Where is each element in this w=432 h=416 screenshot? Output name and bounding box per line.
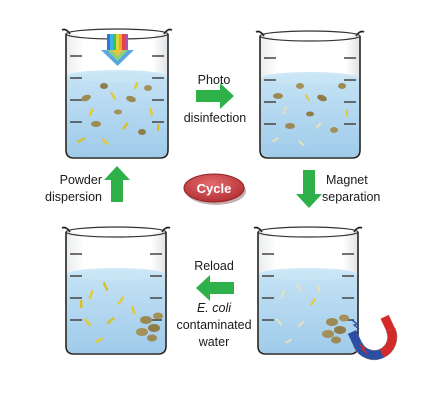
- beaker-top-right: [255, 30, 365, 159]
- photo-label: Photo: [197, 73, 231, 87]
- cycle-label: Cycle: [197, 181, 232, 196]
- ecoli-label: E. coli: [196, 301, 232, 315]
- beaker-bottom-right: [253, 226, 363, 355]
- arrow-down-magnet-separation: [296, 170, 322, 208]
- water-label: water: [198, 335, 230, 349]
- powder-label: Powder: [59, 173, 102, 187]
- beaker-top-left: [61, 28, 173, 159]
- arrow-up-powder-dispersion: [104, 166, 130, 202]
- beaker-bottom-left: [61, 226, 171, 355]
- photocatalyst-particles: [77, 81, 160, 146]
- water: [67, 72, 167, 157]
- bacteria-and-particles: [80, 281, 163, 344]
- photocatalyst-particles: [271, 83, 348, 147]
- magnetic-field-sparks: [351, 319, 368, 354]
- collected-particles: [322, 314, 349, 344]
- horseshoe-magnet-icon: [347, 314, 398, 361]
- water: [259, 270, 357, 353]
- arrow-right-photo-disinfection: [196, 83, 234, 109]
- contaminated-label: contaminated: [176, 318, 252, 332]
- separation-label: separation: [322, 190, 381, 204]
- reload-label: Reload: [194, 259, 234, 273]
- magnet-label: Magnet: [326, 173, 368, 187]
- rainbow-light-arrow-icon: [101, 34, 134, 66]
- arrow-left-reload: [196, 275, 234, 301]
- dispersion-label: dispersion: [45, 190, 102, 204]
- cycle-badge: Cycle: [183, 173, 246, 205]
- inactivated-bacteria: [275, 283, 320, 344]
- disinfection-label: disinfection: [183, 111, 247, 125]
